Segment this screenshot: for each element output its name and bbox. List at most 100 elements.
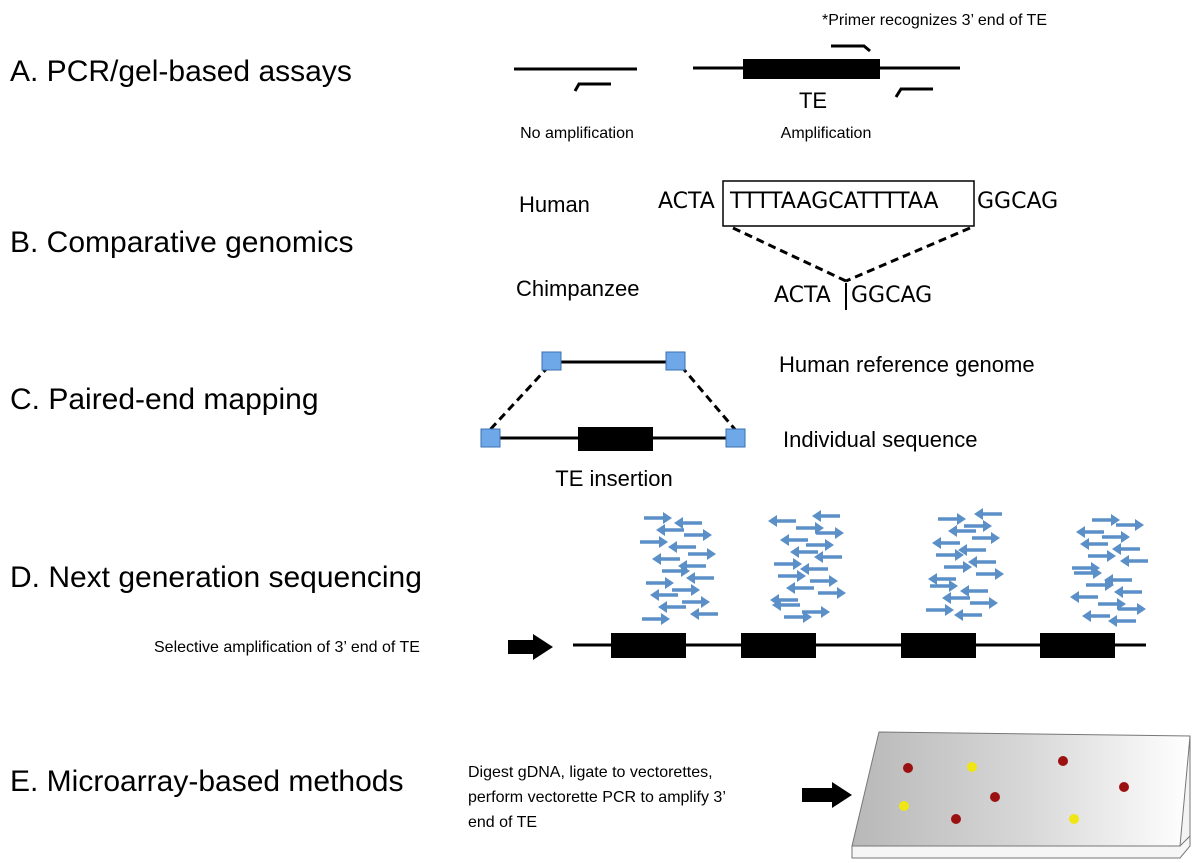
pcr-amp-diagram xyxy=(693,44,960,98)
sequencing-reads xyxy=(640,508,1148,627)
read-arrow-icon xyxy=(1114,586,1142,598)
human-seq-left: ACTA xyxy=(658,189,715,214)
read-end-square xyxy=(480,428,501,448)
section-b-label: B. Comparative genomics xyxy=(10,226,353,259)
read-arrow-icon xyxy=(1118,603,1146,615)
array-spot-red xyxy=(951,814,961,824)
read-arrow-icon xyxy=(774,558,802,570)
chimp-seq-left: ACTA xyxy=(774,283,831,308)
read-arrow-icon xyxy=(1076,526,1104,538)
read-arrow-icon xyxy=(1092,514,1120,526)
te-block xyxy=(578,427,653,451)
ref-genome-label: Human reference genome xyxy=(779,352,1035,377)
read-arrow-icon xyxy=(960,585,988,597)
array-spot-yellow xyxy=(967,762,977,772)
half-arrow-primer-icon xyxy=(894,87,933,98)
array-spot-red xyxy=(903,763,913,773)
no-amplification-label: No amplification xyxy=(520,125,634,142)
read-arrow-icon xyxy=(936,549,964,561)
array-spot-yellow xyxy=(1069,814,1079,824)
read-arrow-icon xyxy=(968,556,996,568)
read-arrow-icon xyxy=(976,568,1004,580)
read-arrow-icon xyxy=(942,592,970,604)
read-arrow-icon xyxy=(1074,567,1102,579)
read-arrow-icon xyxy=(1070,591,1098,603)
microarray-text-line2: perform vectorette PCR to amplify 3’ xyxy=(468,789,726,806)
read-arrow-icon xyxy=(668,541,696,553)
read-end-square xyxy=(725,428,746,448)
read-arrow-icon xyxy=(644,512,672,524)
amplification-label: Amplification xyxy=(781,125,872,142)
read-arrow-icon xyxy=(928,573,956,585)
read-arrow-icon xyxy=(674,517,702,529)
te-insertion-label: TE insertion xyxy=(555,466,672,491)
read-arrow-icon xyxy=(948,525,976,537)
array-spot-red xyxy=(1119,782,1129,792)
read-arrow-icon xyxy=(954,609,982,621)
read-arrow-icon xyxy=(1088,550,1116,562)
read-arrow-icon xyxy=(814,551,842,563)
read-arrow-icon xyxy=(658,601,686,613)
read-arrow-icon xyxy=(662,565,690,577)
read-end-square xyxy=(665,351,686,371)
primer-note: *Primer recognizes 3’ end of TE xyxy=(822,12,1047,29)
read-arrow-icon xyxy=(672,584,700,596)
te-block xyxy=(901,633,976,658)
te-block xyxy=(743,59,880,79)
half-arrow-primer-icon xyxy=(831,44,871,53)
read-arrow-icon xyxy=(1112,543,1140,555)
read-arrow-icon xyxy=(682,596,710,608)
read-arrow-icon xyxy=(816,527,844,539)
read-arrow-icon xyxy=(686,572,714,584)
right-arrow-icon xyxy=(508,634,553,660)
read-arrow-icon xyxy=(786,582,814,594)
dashed-left xyxy=(732,226,847,283)
read-arrow-icon xyxy=(1108,615,1136,627)
array-spot-red xyxy=(1058,756,1068,766)
read-arrow-icon xyxy=(784,611,812,623)
array-spot-red xyxy=(990,792,1000,802)
read-arrow-icon xyxy=(1080,538,1108,550)
read-arrow-icon xyxy=(958,544,986,556)
half-arrow-primer-icon xyxy=(573,82,611,92)
read-arrow-icon xyxy=(652,553,680,565)
read-arrow-icon xyxy=(778,570,806,582)
read-arrow-icon xyxy=(930,580,958,592)
read-arrow-icon xyxy=(1086,579,1114,591)
read-arrow-icon xyxy=(772,599,800,611)
read-arrow-icon xyxy=(790,546,818,558)
read-arrow-icon xyxy=(684,529,712,541)
read-arrow-icon xyxy=(932,537,960,549)
section-a-label: A. PCR/gel-based assays xyxy=(10,55,352,88)
read-arrow-icon xyxy=(640,536,668,548)
read-arrow-icon xyxy=(656,524,684,536)
read-arrow-icon xyxy=(944,561,972,573)
read-arrow-icon xyxy=(800,563,828,575)
read-arrow-icon xyxy=(974,508,1002,520)
insertion-box xyxy=(722,180,975,227)
human-label: Human xyxy=(519,192,590,217)
selective-amp-label: Selective amplification of 3’ end of TE xyxy=(154,639,420,656)
read-arrow-icon xyxy=(768,515,796,527)
read-arrow-icon xyxy=(796,522,824,534)
individual-seq-label: Individual sequence xyxy=(783,427,977,452)
read-arrow-icon xyxy=(1082,610,1110,622)
read-arrow-icon xyxy=(938,513,966,525)
section-d-label: D. Next generation sequencing xyxy=(10,561,422,594)
human-seq-insert: TTTTAAGCATTTTAA xyxy=(729,189,939,214)
read-arrow-icon xyxy=(964,520,992,532)
read-arrow-icon xyxy=(1102,531,1130,543)
microarray-text-line3: end of TE xyxy=(468,814,537,831)
te-block xyxy=(1040,633,1115,658)
read-arrow-icon xyxy=(926,604,954,616)
read-end-square xyxy=(541,351,562,371)
read-arrow-icon xyxy=(642,613,670,625)
pcr-no-amp-diagram xyxy=(514,67,637,92)
read-arrow-icon xyxy=(1120,555,1148,567)
read-arrow-icon xyxy=(1098,598,1126,610)
read-arrow-icon xyxy=(810,575,838,587)
microarray-slide xyxy=(851,731,1191,859)
read-arrow-icon xyxy=(972,532,1000,544)
dashed-right xyxy=(845,226,971,283)
read-arrow-icon xyxy=(688,548,716,560)
